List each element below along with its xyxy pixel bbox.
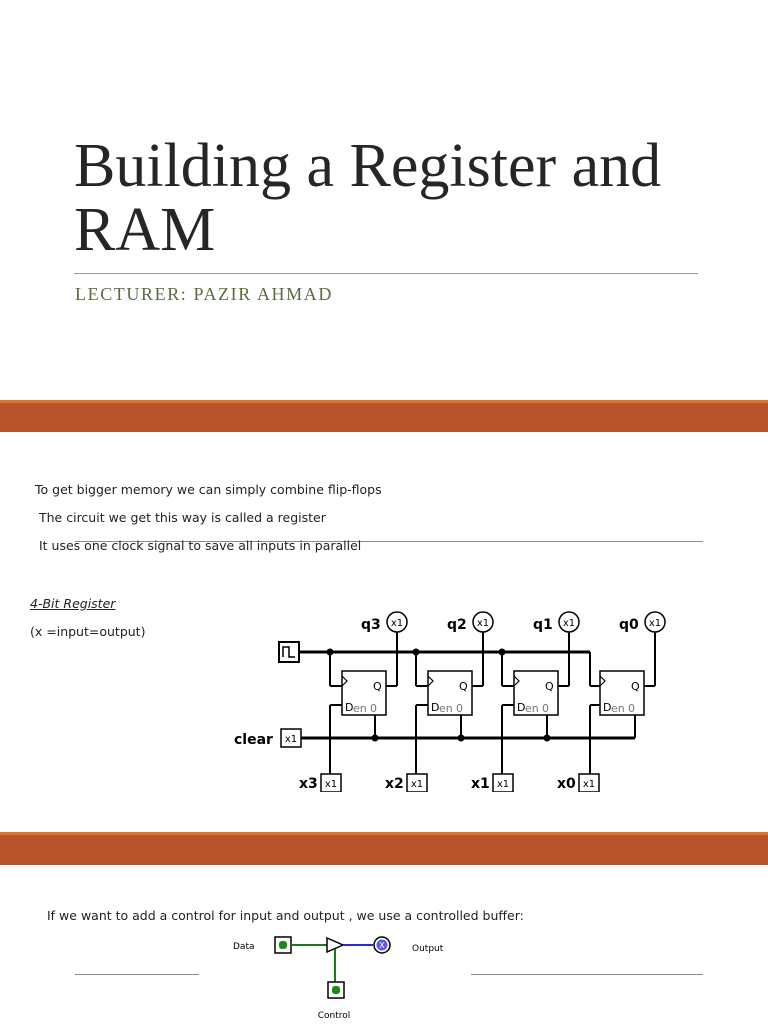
input-label: x0 (557, 776, 576, 792)
clear-label: clear (234, 732, 273, 748)
buffer-slide: If we want to add a control for input an… (0, 865, 768, 1024)
flipflop-stage-3: Q D en 0 (329, 624, 398, 760)
clear-pin-value: x1 (285, 734, 297, 745)
input-pin-value: x1 (411, 779, 423, 790)
input-pin-value: x1 (497, 779, 509, 790)
output-label: Output (412, 944, 444, 954)
flipflop-zero-label: 0 (542, 702, 549, 715)
output-pin-q1: q1 x1 (533, 611, 580, 633)
flipflop-en-label: en (611, 702, 625, 715)
flipflop-d-label: D (603, 701, 611, 714)
output-pin-text: X (379, 941, 385, 950)
slide-separator (0, 832, 768, 865)
control-label: Control (318, 1011, 351, 1021)
input-pin-x2: x2 x1 (385, 760, 428, 792)
flipflop-q-label: Q (631, 680, 640, 693)
output-label: q0 (619, 617, 639, 633)
flipflop-d-label: D (517, 701, 525, 714)
flipflop-zero-label: 0 (370, 702, 377, 715)
clock-wave (282, 646, 295, 658)
flipflop-q-label: Q (459, 680, 468, 693)
title-slide: Building a Register and RAM Lecturer: Pa… (0, 0, 768, 400)
flipflop-en-label: en (525, 702, 539, 715)
input-pin-x1: x1 x1 (471, 760, 514, 792)
lecturer-name: Lecturer: Pazir Ahmad (75, 284, 333, 304)
controlled-buffer-diagram: Data X Output Control (233, 936, 444, 1021)
footer-rule-right (471, 974, 703, 975)
footer-rule-left (75, 974, 199, 975)
control-input-led (332, 986, 340, 994)
body-line-3: It uses one clock signal to save all inp… (39, 538, 362, 553)
flipflop-q-label: Q (545, 680, 554, 693)
output-pin-fill (376, 939, 388, 951)
data-input-led (279, 941, 287, 949)
flipflop-q-label: Q (373, 680, 382, 693)
output-label: q2 (447, 617, 467, 633)
flipflop-d-label: D (431, 701, 439, 714)
flipflop-en-label: en (439, 702, 453, 715)
buffer-triangle-icon (326, 936, 345, 954)
diagram-legend: (x =input=output) (30, 624, 146, 639)
flipflop-en-label: en (353, 702, 367, 715)
flipflop-zero-label: 0 (628, 702, 635, 715)
data-label: Data (233, 942, 255, 952)
input-label: x2 (385, 776, 404, 792)
register-circuit-diagram: clear x1 Q D en 0 Q D en 0 (234, 611, 666, 792)
input-pin-x3: x3 x1 (299, 760, 342, 792)
input-pin-value: x1 (583, 779, 595, 790)
body-line-2: The circuit we get this way is called a … (39, 510, 326, 525)
diagram-caption: 4-Bit Register (30, 596, 116, 611)
body-divider (75, 541, 703, 542)
output-pin-value: x1 (477, 618, 489, 629)
input-label: x1 (471, 776, 490, 792)
buffer-intro-text: If we want to add a control for input an… (47, 908, 524, 923)
output-pin-q3: q3 x1 (361, 611, 408, 633)
output-pin-value: x1 (391, 618, 403, 629)
register-slide: To get bigger memory we can simply combi… (0, 432, 768, 832)
output-pin-q0: q0 x1 (619, 611, 666, 633)
clear-pin (280, 728, 302, 748)
output-pin-q2: q2 x1 (447, 611, 494, 633)
flipflop-stage-0: Q D en 0 (589, 624, 656, 760)
input-label: x3 (299, 776, 318, 792)
flipflop-stage-2: Q D en 0 (415, 624, 484, 760)
output-label: q3 (361, 617, 381, 633)
title-divider (74, 273, 698, 274)
flipflop-stage-1: Q D en 0 (501, 624, 570, 760)
slide-separator (0, 400, 768, 432)
output-label: q1 (533, 617, 553, 633)
body-line-1: To get bigger memory we can simply combi… (35, 482, 382, 497)
flipflop-d-label: D (345, 701, 353, 714)
output-pin-value: x1 (649, 618, 661, 629)
output-pin-value: x1 (563, 618, 575, 629)
flipflop-zero-label: 0 (456, 702, 463, 715)
input-pin-value: x1 (325, 779, 337, 790)
slide-title: Building a Register and RAM (74, 132, 662, 264)
input-pin-x0: x0 x1 (557, 760, 600, 792)
